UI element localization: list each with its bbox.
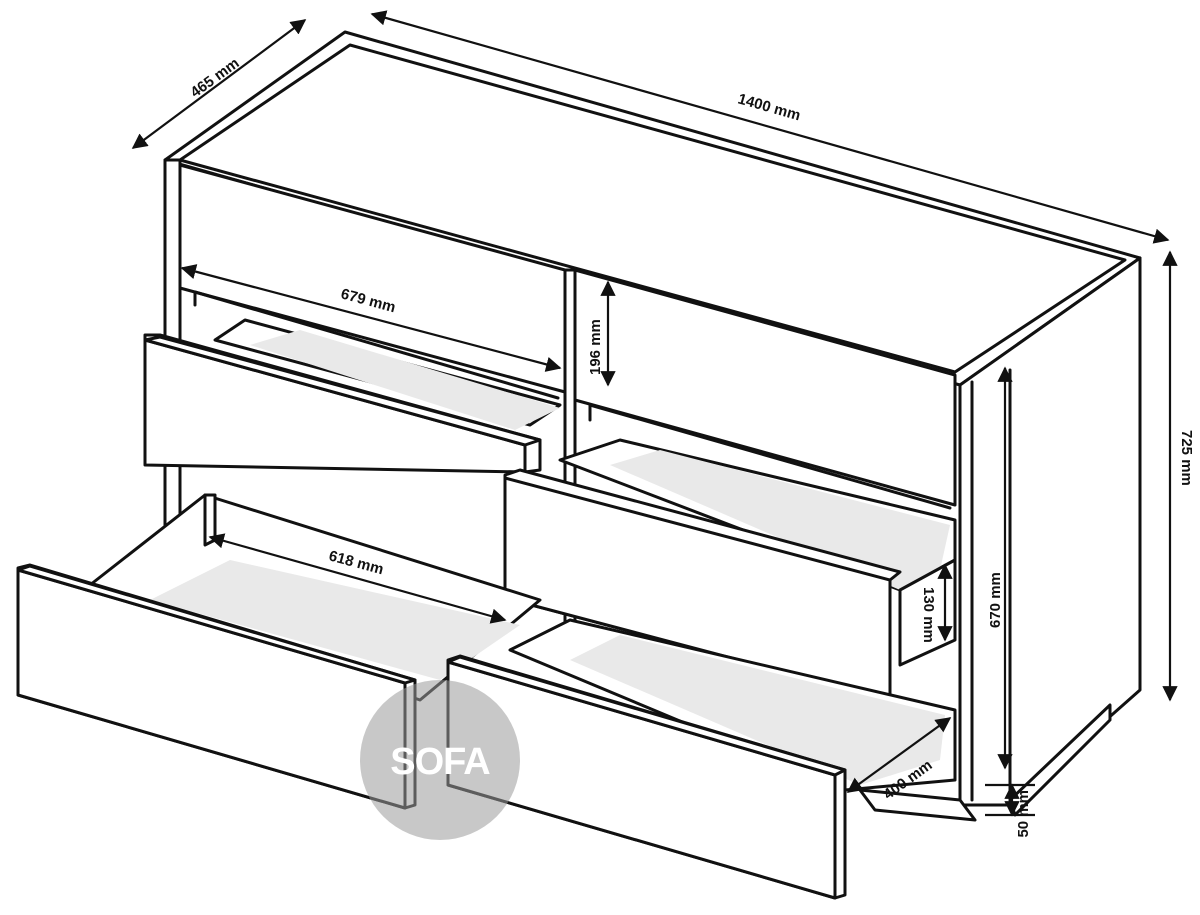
depth-label: 465 mm <box>187 55 242 102</box>
height-label: 725 mm <box>1178 430 1195 486</box>
dimension-lines <box>131 10 1178 817</box>
inner-height-label: 670 mm <box>987 572 1004 628</box>
drawer-front-height-label: 196 mm <box>587 319 604 375</box>
middle-right-drawer <box>503 438 957 702</box>
drawer-inner-depth-dimension-line <box>846 717 952 793</box>
drawer-front-width-dimension-line <box>180 264 562 372</box>
drawer-inner-height-label: 130 mm <box>920 587 937 643</box>
top-right-drawer <box>573 268 957 510</box>
watermark-text: SOFA <box>390 741 490 783</box>
drawer-inner-width-dimension-line <box>208 533 507 624</box>
width-dimension-line <box>370 10 1170 244</box>
plinth <box>858 788 977 822</box>
watermark-circle <box>360 680 520 840</box>
plinth-height-label: 50 mm <box>1015 790 1032 838</box>
depth-dimension-line <box>131 19 307 149</box>
sofa-logo-watermark: SOFA <box>360 680 520 840</box>
